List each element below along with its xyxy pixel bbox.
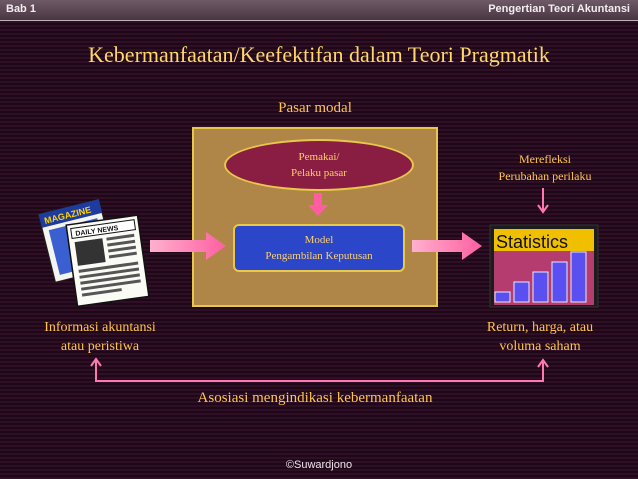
- user-node: Pemakai/ Pelaku pasar: [224, 139, 414, 191]
- market-label: Pasar modal: [278, 100, 352, 116]
- info-line2: atau peristiwa: [60, 339, 140, 354]
- chapter-label: Bab 1: [6, 3, 36, 15]
- info-line1: Informasi akuntansi: [44, 320, 156, 335]
- statistics-bar: [570, 251, 587, 303]
- section-title: Pengertian Teori Akuntansi: [488, 3, 630, 15]
- info-label: Informasi akuntansi atau peristiwa: [20, 318, 180, 356]
- statistics-bar: [513, 281, 530, 303]
- arrow-info-to-model: [150, 232, 226, 260]
- arrow-model-to-result: [412, 232, 482, 260]
- reflect-line1: Merefleksi: [519, 152, 571, 166]
- statistics-bar: [494, 291, 511, 303]
- return-label: Return, harga, atau voluma saham: [460, 318, 620, 356]
- statistics-chart-icon: Statistics: [489, 224, 599, 308]
- statistics-bars: [494, 251, 587, 303]
- reflect-line2: Perubahan perilaku: [498, 169, 592, 183]
- decision-model-node: Model Pengambilan Keputusan: [233, 224, 405, 272]
- arrow-user-to-model: [308, 193, 328, 216]
- user-node-line2: Pelaku pasar: [291, 167, 347, 179]
- statistics-text: Statistics: [496, 232, 568, 252]
- user-node-line1: Pemakai/: [298, 151, 340, 163]
- newspaper-icon: MAGAZINE DAILY NEWS: [37, 198, 150, 308]
- model-node-line1: Model: [304, 234, 334, 246]
- association-label: Asosiasi mengindikasi kebermanfaatan: [197, 390, 433, 406]
- slide-title: Kebermanfaatan/Keefektifan dalam Teori P…: [88, 42, 550, 67]
- association-bracket: [90, 357, 549, 382]
- arrow-reflect: [537, 188, 549, 214]
- return-line1: Return, harga, atau: [486, 320, 594, 335]
- model-node-line2: Pengambilan Keputusan: [265, 250, 373, 262]
- return-line2: voluma saham: [499, 339, 581, 354]
- statistics-bar: [551, 261, 568, 303]
- header-bar: Bab 1 Pengertian Teori Akuntansi: [0, 0, 638, 21]
- statistics-bar: [532, 271, 549, 303]
- footer-copyright: ©Suwardjono: [285, 459, 353, 471]
- reflect-label: Merefleksi Perubahan perilaku: [478, 151, 612, 185]
